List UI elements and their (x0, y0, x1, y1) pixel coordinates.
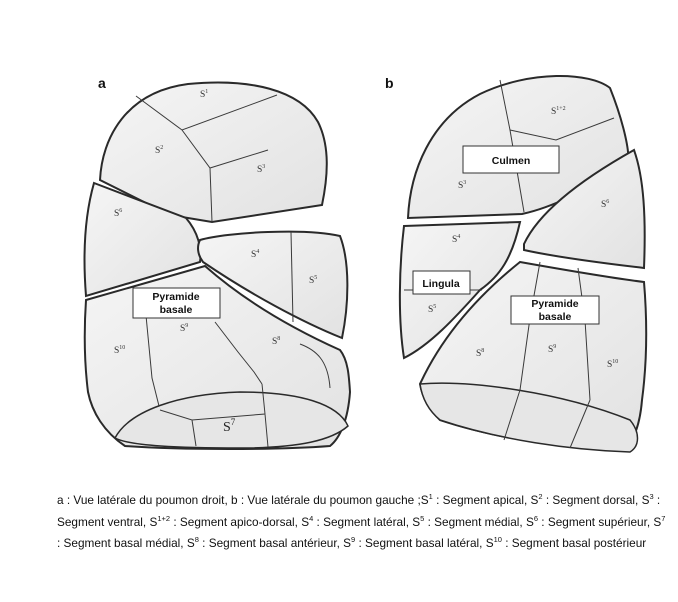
right-middle-lobe-division (290, 231, 294, 323)
left-lingula-box (412, 270, 471, 295)
right-pyramide-box (132, 287, 221, 319)
right-label-s3: S3 (257, 164, 265, 175)
caption-superscript: 1+2 (157, 513, 171, 523)
caption-superscript: 1 (428, 492, 433, 502)
caption-text-run: : Segment apical, S (432, 493, 539, 507)
lung-segments-figure: a S1 S2 S3 S6 S4 S5 S9 S10 S8 S7 Pyramid… (83, 75, 648, 453)
caption-text-run: : Segment supérieur, S (538, 514, 662, 529)
caption-superscript: 8 (194, 535, 199, 545)
left-culmen-box (462, 145, 560, 174)
right-label-s4: S4 (251, 249, 259, 260)
caption-superscript: 10 (493, 535, 502, 545)
caption-text-run: : Segment apico-dorsal, S (170, 514, 310, 529)
right-lower-lobe-divisions (144, 304, 331, 411)
right-label-s1: S1 (200, 89, 208, 100)
left-label-s9: S9 (548, 344, 556, 355)
right-label-s6: S6 (114, 208, 122, 219)
left-label-s6: S6 (601, 199, 609, 210)
left-upper-lobe-divisions (499, 79, 615, 213)
right-label-s8: S8 (272, 336, 280, 347)
caption-text-run: : Segment basal latéral, S (355, 536, 494, 550)
left-label-s3: S3 (458, 180, 466, 191)
left-label-s4: S4 (452, 234, 460, 245)
caption-text: a : Vue latérale du poumon droit, b : Vu… (57, 490, 669, 555)
right-upper-lobe (98, 81, 328, 224)
right-pyramide-label-line2: basale (160, 304, 193, 316)
left-label-s5: S5 (428, 304, 436, 315)
caption-text-run: a : Vue latérale du poumon droit, b : Vu… (57, 493, 429, 507)
caption-superscript: 3 (649, 492, 654, 502)
left-s6-region (523, 148, 646, 270)
caption-text-run: : Segment dorsal, S (542, 493, 650, 507)
caption-text-run: : Segment basal antérieur, S (198, 536, 352, 550)
left-pyramide-label-line1: Pyramide (531, 298, 578, 310)
right-label-s2: S2 (155, 145, 163, 156)
left-lung-base (419, 382, 639, 453)
left-label-s8: S8 (476, 348, 484, 359)
caption-superscript: 5 (420, 513, 425, 523)
right-label-s5: S5 (309, 275, 317, 286)
right-middle-lobe (197, 230, 349, 340)
figure-caption: a : Vue latérale du poumon droit, b : Vu… (57, 490, 669, 555)
right-s6-region (83, 181, 202, 298)
caption-text-run: : Segment basal médial, S (57, 536, 195, 550)
caption-superscript: 9 (351, 535, 356, 545)
right-upper-lobe-divisions (135, 94, 278, 223)
caption-superscript: 6 (533, 513, 538, 523)
right-lung-base-divisions (159, 383, 269, 448)
caption-text-run: : Segment médial, S (424, 514, 534, 529)
caption-superscript: 2 (538, 492, 543, 502)
left-culmen-label: Culmen (492, 155, 531, 167)
left-pyramide-label-line2: basale (539, 311, 572, 323)
caption-superscript: 4 (309, 513, 314, 523)
right-pyramide-label-line1: Pyramide (152, 291, 199, 303)
caption-text-run: : Segment ventral, S (57, 493, 661, 529)
caption-superscript: 7 (661, 513, 666, 523)
right-label-s9: S9 (180, 323, 188, 334)
left-lung-base-divisions (503, 389, 591, 449)
caption-text-run: : Segment basal postérieur (501, 536, 647, 550)
panel-a-right-lung: a S1 S2 S3 S6 S4 S5 S9 S10 S8 S7 Pyramid… (83, 75, 352, 450)
panel-b-left-lung: b S1+2 S3 S6 S4 S5 S8 S9 S10 Culmen Ling… (385, 75, 648, 453)
right-label-s10: S10 (114, 345, 125, 356)
caption-text-run: : Segment latéral, S (313, 514, 421, 529)
right-lung-base (113, 391, 349, 449)
left-label-s10: S10 (607, 359, 618, 370)
left-pyramide-box (510, 295, 600, 325)
right-label-s7: S7 (223, 417, 236, 435)
left-label-s1-2: S1+2 (551, 106, 566, 117)
panel-b-letter: b (385, 75, 394, 91)
panel-a-letter: a (98, 75, 106, 91)
left-lingula-label: Lingula (422, 278, 459, 290)
